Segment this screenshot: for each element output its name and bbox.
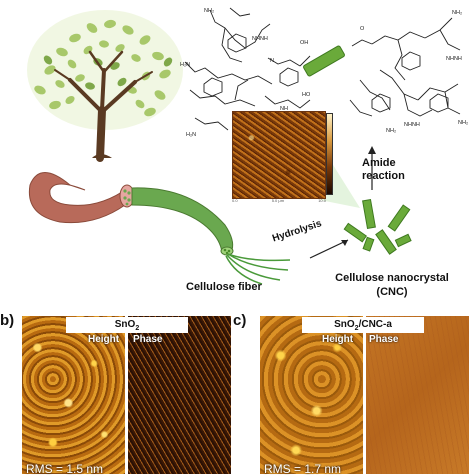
panel-c-height-label: Height bbox=[322, 334, 354, 345]
panel-c-title-suffix: /CNC-a bbox=[358, 319, 392, 330]
svg-text:H₂N: H₂N bbox=[180, 62, 190, 68]
panel-b-title: SnO2 bbox=[66, 317, 188, 333]
svg-text:OH: OH bbox=[300, 40, 308, 46]
hydrolysis-arrow bbox=[309, 239, 349, 259]
fibrils bbox=[225, 253, 291, 285]
amide-reaction-label: Amide reaction bbox=[362, 157, 405, 183]
svg-text:NH₂: NH₂ bbox=[204, 8, 214, 14]
svg-text:NH₂: NH₂ bbox=[458, 120, 468, 126]
panel-c-phase-image bbox=[366, 316, 469, 474]
panel-b-title-sub: 2 bbox=[135, 325, 140, 332]
svg-text:NHNH: NHNH bbox=[252, 36, 268, 42]
afm-inset-colorbar bbox=[326, 113, 333, 195]
panel-b-phase-image bbox=[128, 316, 231, 474]
panel-c-title-sub: 2 bbox=[354, 325, 359, 332]
panel-b-rms: RMS = 1.5 nm bbox=[26, 462, 104, 476]
panel-c-rms: RMS = 1.7 nm bbox=[264, 462, 342, 476]
svg-text:NHNH: NHNH bbox=[446, 56, 462, 62]
panel-b-height-image bbox=[22, 316, 125, 474]
panel-c-letter: c) bbox=[233, 312, 247, 329]
svg-text:HO: HO bbox=[302, 92, 311, 98]
cnc-rods bbox=[343, 198, 412, 255]
cellulose-fiber-label: Cellulose fiber bbox=[186, 281, 262, 293]
fiber-tube-brown bbox=[28, 172, 129, 224]
panel-b-phase-label: Phase bbox=[133, 334, 163, 345]
cnc-label-line1: Cellulose nanocrystal bbox=[335, 272, 449, 284]
panel-c-title: SnO2/CNC-a bbox=[302, 317, 424, 333]
inset-axis-right: 10.0 bbox=[318, 198, 326, 203]
inset-axis-mid: 5.0 μm bbox=[271, 198, 285, 203]
svg-text:NH₂: NH₂ bbox=[386, 128, 396, 134]
svg-text:NH: NH bbox=[280, 106, 288, 112]
cnc-label-line2: (CNC) bbox=[376, 286, 408, 298]
afm-inset-axis: 0.0 5.0 μm 10.0 bbox=[232, 198, 326, 204]
amide-label-line2: reaction bbox=[362, 170, 405, 182]
tree-trunk bbox=[54, 50, 153, 162]
panel-c-phase-label: Phase bbox=[369, 334, 399, 345]
panel-b-letter: b) bbox=[0, 312, 15, 329]
molecule-cnc-rod bbox=[303, 45, 345, 77]
fiber-tube-green bbox=[131, 187, 234, 253]
cnc-label: Cellulose nanocrystal (CNC) bbox=[322, 271, 462, 299]
svg-text:NH₂: NH₂ bbox=[452, 10, 462, 16]
afm-inset-image bbox=[232, 111, 326, 199]
panel-b-title-text: SnO bbox=[114, 319, 136, 330]
amide-label-line1: Amide bbox=[362, 157, 396, 169]
panel-c-title-text: SnO bbox=[334, 319, 355, 330]
svg-text:NHNH: NHNH bbox=[404, 122, 420, 128]
inset-axis-left: 0.0 bbox=[232, 198, 238, 203]
svg-text:O: O bbox=[360, 26, 365, 32]
panel-b-height-label: Height bbox=[88, 334, 120, 345]
panel-c-height-image bbox=[260, 316, 363, 474]
svg-text:N: N bbox=[270, 58, 274, 64]
svg-text:H₂N: H₂N bbox=[186, 132, 196, 138]
molecule-structure bbox=[184, 7, 461, 131]
